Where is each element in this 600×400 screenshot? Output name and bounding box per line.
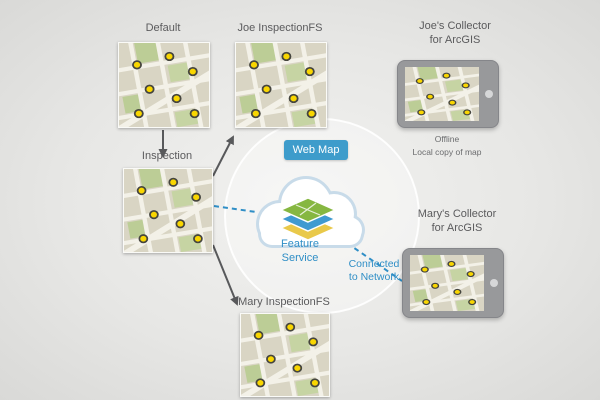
inspection-map-thumbnail — [123, 168, 213, 253]
joe-offline-status: Offline Local copy of map — [397, 133, 497, 159]
mary-fs-map-label: Mary InspectionFS — [238, 296, 330, 308]
joe-status-line1: Offline — [434, 134, 460, 144]
feature-service-line1: Feature — [281, 238, 319, 250]
inspection-map-label: Inspection — [141, 150, 193, 162]
mary-tablet-screen — [410, 255, 484, 311]
web-map-banner: Web Map — [284, 140, 348, 160]
mary-collector-title-line1: Mary's Collector — [417, 208, 497, 220]
joe-collector-title: Joe's Collector for ArcGIS — [400, 20, 510, 48]
default-map-thumbnail — [118, 42, 210, 128]
feature-service-line2: Service — [281, 251, 319, 264]
joe-status-line2: Local copy of map — [412, 146, 482, 157]
mary-tablet — [402, 248, 504, 318]
mary-tablet-home-button — [490, 279, 498, 287]
connected-line2: to Network — [348, 271, 400, 284]
mary-collector-title: Mary's Collector for ArcGIS — [402, 208, 512, 236]
default-map-label: Default — [145, 22, 181, 34]
connected-to-network-label: Connected to Network — [336, 258, 412, 284]
dashed-link-inspection-to-cloud — [213, 205, 257, 213]
mary-collector-title-line2: for ArcGIS — [431, 221, 483, 234]
arrow-inspection-to-joe-fs — [212, 135, 234, 177]
layers-icon — [279, 197, 337, 241]
joe-fs-map-thumbnail — [235, 42, 327, 128]
joe-tablet-home-button — [485, 90, 493, 98]
joe-tablet-screen — [405, 67, 479, 121]
joe-tablet — [397, 60, 499, 128]
joe-collector-title-line1: Joe's Collector — [419, 20, 491, 32]
joe-fs-map-label: Joe InspectionFS — [237, 22, 323, 34]
arrow-inspection-to-mary-fs — [212, 244, 239, 306]
joe-collector-title-line2: for ArcGIS — [429, 33, 481, 46]
mary-fs-map-thumbnail — [240, 313, 330, 397]
connected-line1: Connected — [348, 258, 400, 270]
feature-service-label: Feature Service — [268, 238, 332, 266]
dashed-link-cloud-to-mary-tablet — [346, 242, 403, 282]
